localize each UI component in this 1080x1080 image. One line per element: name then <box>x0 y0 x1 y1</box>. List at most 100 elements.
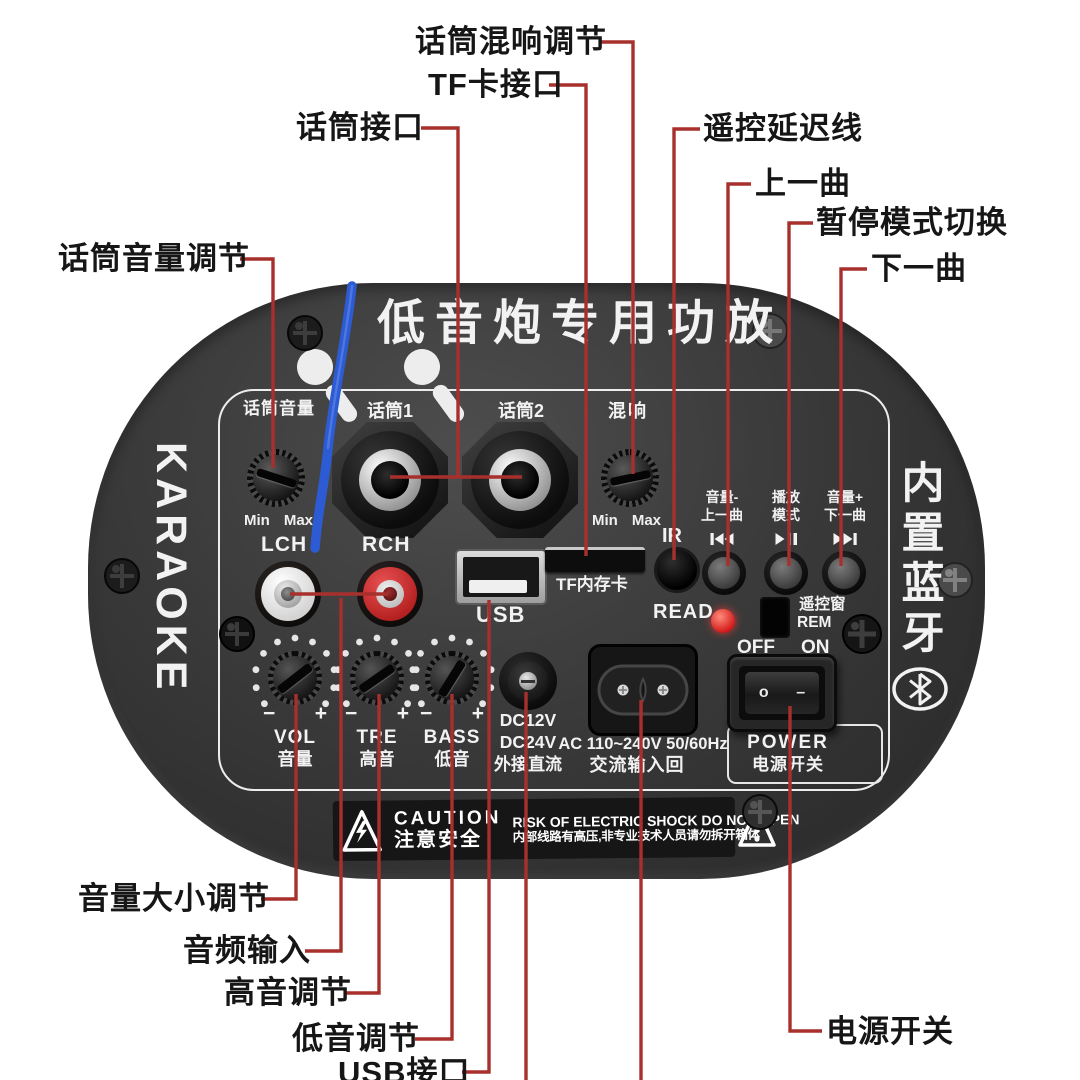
screw-icon <box>741 793 779 831</box>
screw-icon <box>218 615 256 653</box>
screw-icon <box>751 312 789 350</box>
mic1-jack <box>332 422 448 538</box>
reverb-minmax: Min Max <box>592 512 661 529</box>
callout-usb-port: USB接口 <box>338 1055 471 1080</box>
screw-icon <box>103 557 141 595</box>
btn1-label-line2: 上一曲 <box>701 507 743 523</box>
btn3-label-line1: 音量+ <box>826 489 864 505</box>
volume-down-prev-button <box>702 551 746 595</box>
rocker-on-mark: – <box>796 684 806 701</box>
minus-mark: − <box>345 702 358 725</box>
ac-voltage-label: AC 110~240V 50/60Hz <box>558 735 728 753</box>
bass-cn-label: 低音 <box>434 749 470 769</box>
board-title: 低音炮专用功放 <box>376 297 784 350</box>
tre-minus-plus: −+ <box>345 703 409 724</box>
tre-label: TRE <box>356 727 398 748</box>
on-label: ON <box>801 637 830 658</box>
rocker-off-mark: o <box>758 684 769 701</box>
screw-icon <box>286 314 324 352</box>
callout-audio-input: 音频输入 <box>183 933 311 968</box>
max-label: Max <box>283 512 314 529</box>
reverb-label: 混响 <box>608 401 648 421</box>
rem-label: REM <box>797 614 832 631</box>
plus-mark: + <box>396 702 409 725</box>
callout-mic-reverb: 话筒混响调节 <box>415 24 607 59</box>
screw-icon <box>936 561 974 599</box>
min-label: Min <box>592 512 618 529</box>
mic1-label: 话筒1 <box>367 401 414 421</box>
karaoke-side-text: KARAOKE <box>147 442 195 695</box>
callout-bass-adjust: 低音调节 <box>292 1021 420 1056</box>
off-on-labels: OFF ON <box>737 637 830 659</box>
prev-track-icon <box>709 531 736 547</box>
max-label: Max <box>631 512 662 529</box>
usb-label: USB <box>476 602 526 627</box>
min-label: Min <box>244 512 270 529</box>
remote-window-label: 遥控窗 <box>799 596 846 613</box>
bluetooth-icon <box>891 666 949 712</box>
mic-volume-minmax: Min Max <box>244 512 313 529</box>
mic-volume-label: 话筒音量 <box>243 399 315 418</box>
plus-mark: + <box>471 702 484 725</box>
tre-cn-label: 高音 <box>359 749 395 769</box>
usb-port <box>455 549 547 605</box>
dc-external-label: 外接直流 <box>494 755 562 774</box>
play-pause-icon <box>773 531 800 547</box>
tf-slot-label: TF内存卡 <box>556 575 628 594</box>
read-label: READ <box>653 601 714 623</box>
btn3-label-line2: 下一曲 <box>824 507 866 523</box>
caution-title-block: CAUTION 注意安全 <box>394 807 502 853</box>
ac-input-label: 交流输入回 <box>589 755 685 775</box>
mic2-label: 话筒2 <box>498 401 545 421</box>
remote-window <box>760 597 790 638</box>
volume-up-next-button <box>822 551 866 595</box>
ir-label: IR <box>662 525 682 547</box>
callout-volume-adjust: 音量大小调节 <box>78 881 270 916</box>
rca-jack-white <box>255 561 321 627</box>
mic2-jack <box>462 422 578 538</box>
next-track-icon <box>832 531 859 547</box>
dc12v-label: DC12V <box>499 710 557 730</box>
bass-label: BASS <box>423 727 481 748</box>
play-mode-button <box>764 551 808 595</box>
mic-volume-knob <box>247 449 305 507</box>
vol-label: VOL <box>273 727 317 748</box>
caution-en: CAUTION <box>393 806 502 830</box>
tf-card-slot <box>545 547 645 572</box>
btn1-label-line1: 音量- <box>705 489 739 505</box>
btn2-label-line1: 播放 <box>772 489 800 505</box>
rca-jack-red <box>357 561 423 627</box>
lch-label: LCH <box>261 533 308 556</box>
callout-tf-card: TF卡接口 <box>428 67 564 102</box>
caution-strip: CAUTION 注意安全 RISK OF ELECTRIC SHOCK DO N… <box>332 796 800 862</box>
rch-label: RCH <box>362 533 411 556</box>
callout-power-switch: 电源开关 <box>826 1014 954 1049</box>
screw-icon <box>841 613 882 654</box>
off-label: OFF <box>737 637 775 658</box>
reverb-knob <box>601 449 659 507</box>
vol-minus-plus: −+ <box>263 703 327 724</box>
warning-lightning-icon <box>341 808 383 854</box>
ac-inlet <box>588 644 698 736</box>
bass-minus-plus: −+ <box>420 703 484 724</box>
callout-next-track: 下一曲 <box>871 251 967 286</box>
dc24v-label: DC24V <box>499 732 557 752</box>
callout-prev-track: 上一曲 <box>755 166 851 201</box>
callout-mic-port: 话筒接口 <box>296 110 424 145</box>
callout-mic-volume: 话筒音量调节 <box>58 241 250 276</box>
plus-mark: + <box>314 702 327 725</box>
read-led <box>711 609 735 633</box>
btn2-label-line2: 模式 <box>772 507 800 523</box>
vol-cn-label: 音量 <box>277 749 313 769</box>
callout-pause-mode: 暂停模式切换 <box>816 205 1008 240</box>
minus-mark: − <box>420 702 433 725</box>
bluetooth-side-text: 内置蓝牙 <box>895 460 943 660</box>
minus-mark: − <box>263 702 276 725</box>
ir-receiver <box>654 547 700 593</box>
power-cn-label: 电源开关 <box>752 755 824 774</box>
dc-power-jack <box>499 652 557 710</box>
power-label: POWER <box>747 732 829 753</box>
power-rocker-switch: o– <box>727 654 837 732</box>
callout-treble-adjust: 高音调节 <box>224 975 352 1010</box>
